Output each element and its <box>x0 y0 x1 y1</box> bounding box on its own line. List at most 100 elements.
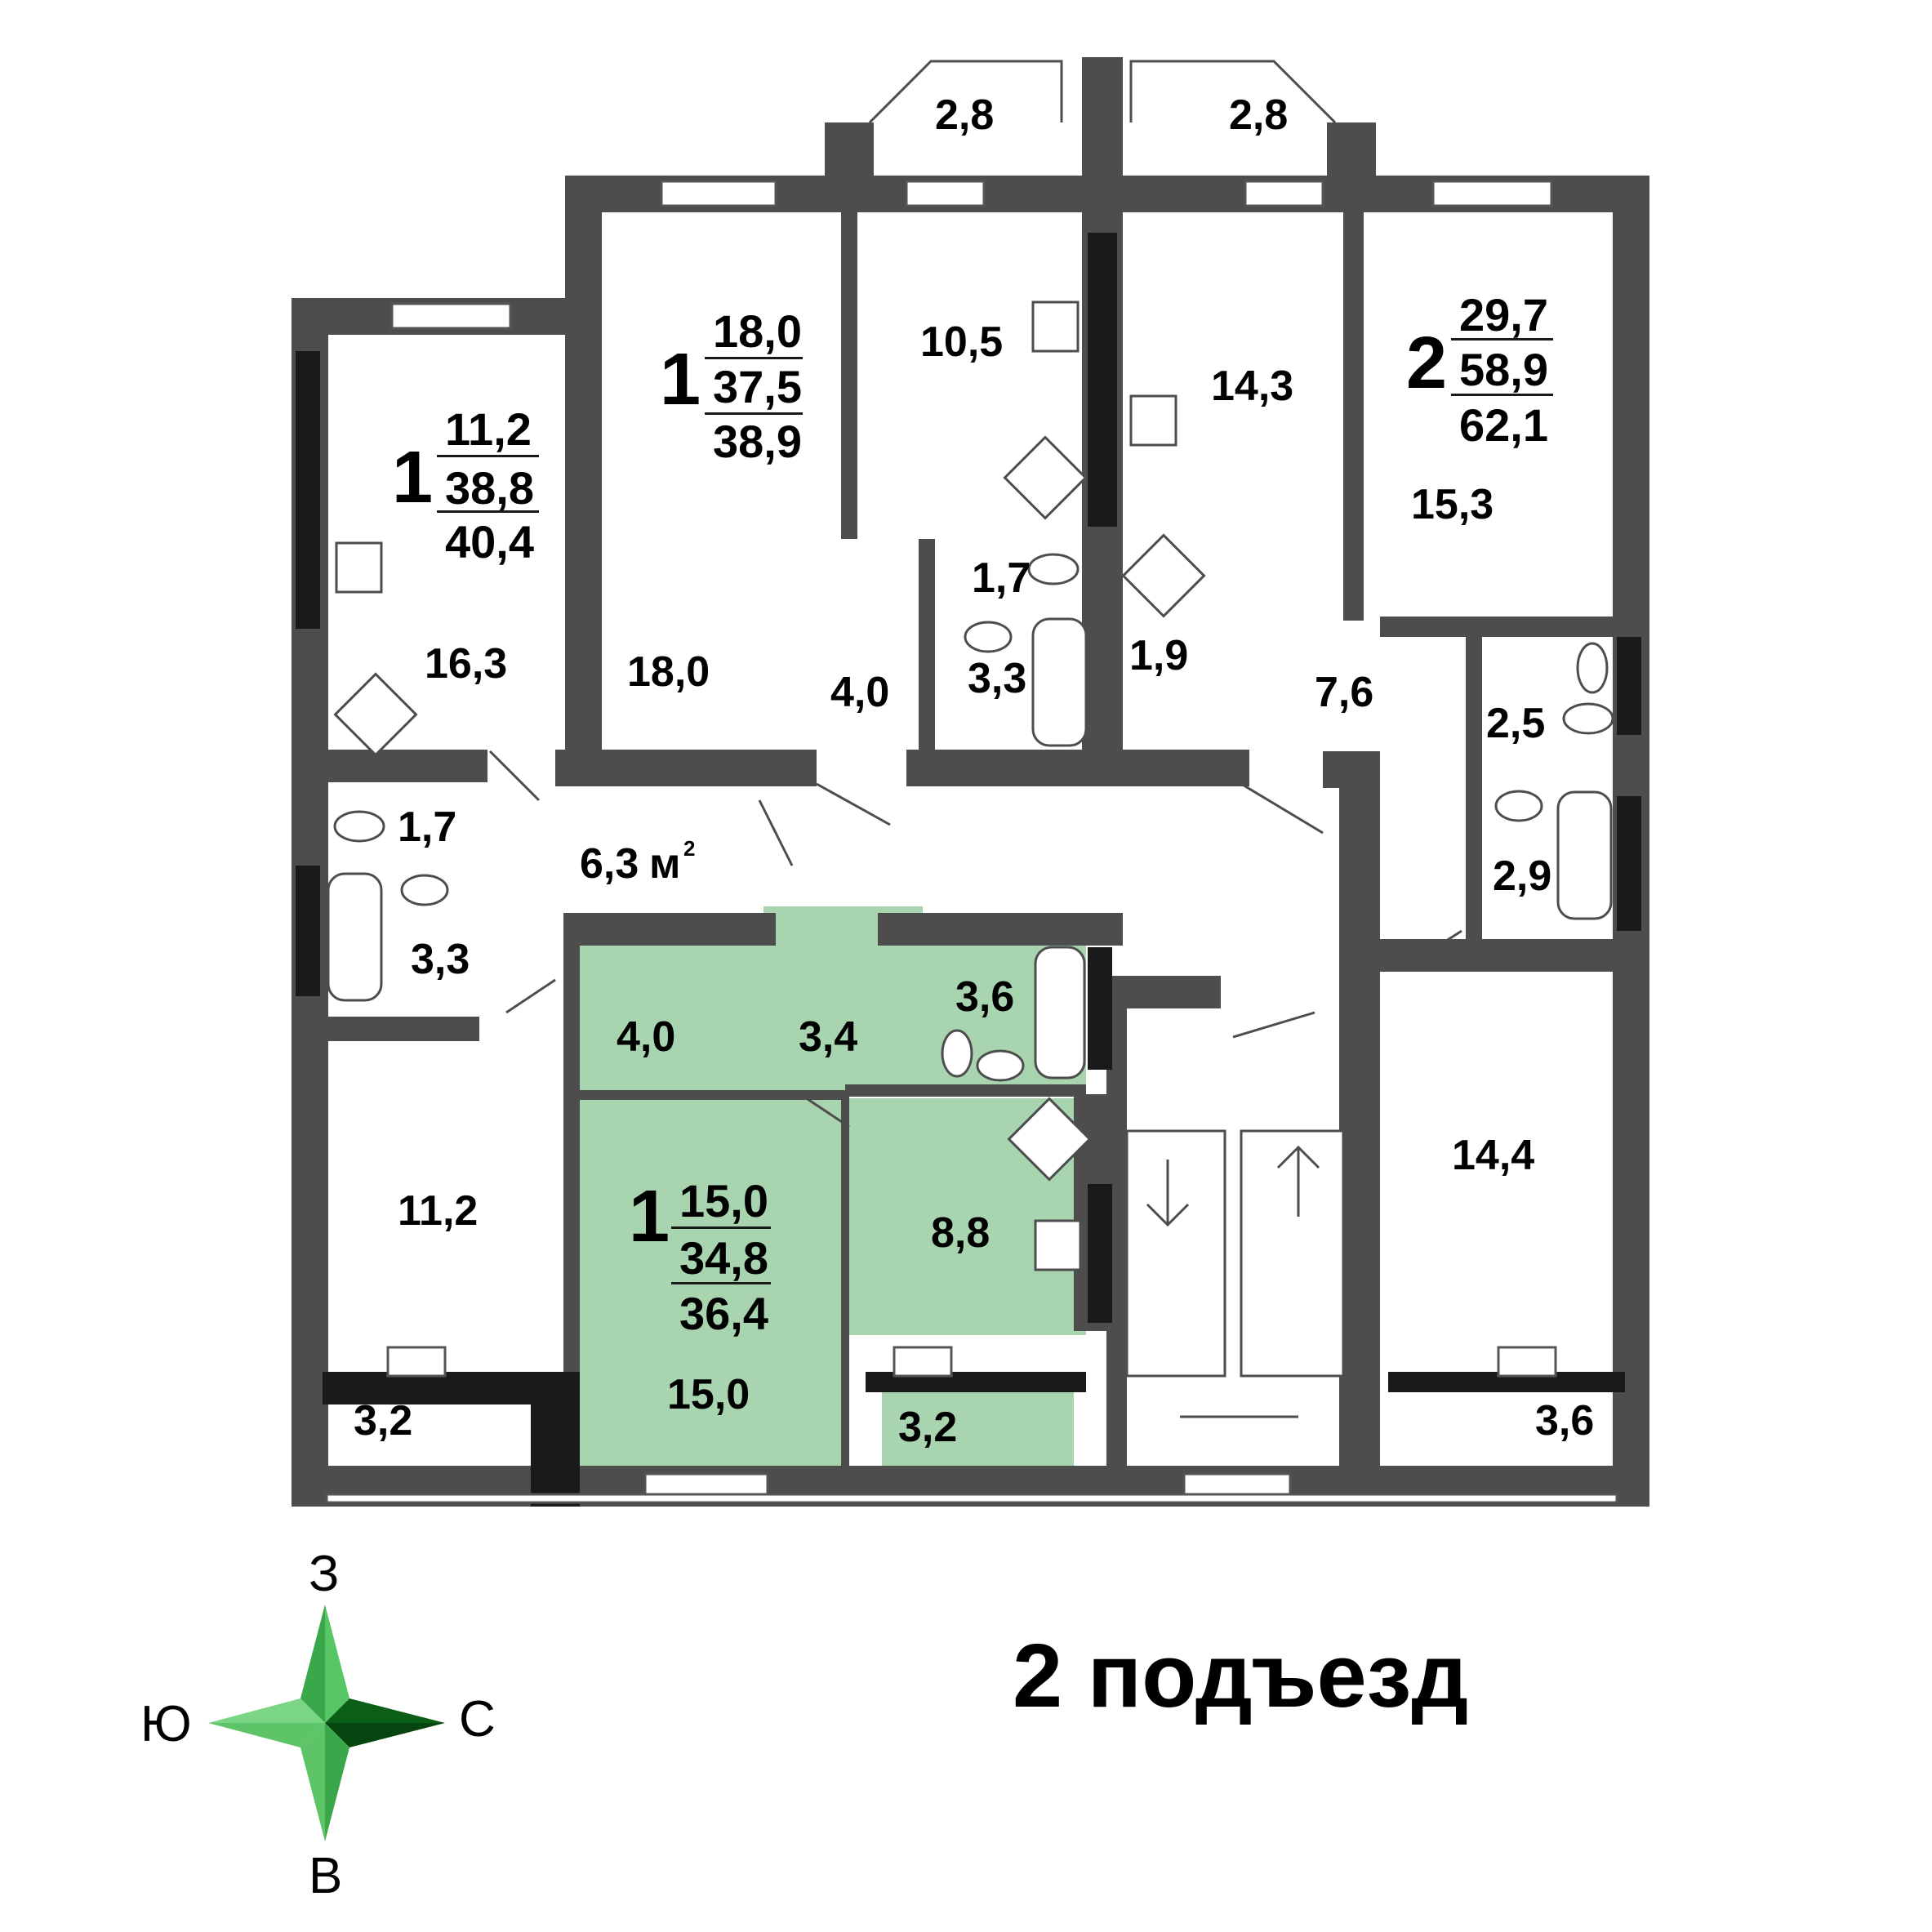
wall-right-bottom <box>1380 939 1649 972</box>
room-area: 15,0 <box>667 1371 750 1418</box>
stove-icon <box>1129 394 1177 447</box>
wall-v-3 <box>919 539 935 755</box>
door-swing <box>488 750 541 802</box>
wall-apt-d-top <box>563 913 776 946</box>
toilet-icon <box>1027 553 1080 585</box>
compass-arrow-east-icon <box>325 1723 445 1747</box>
compass-label-south: В <box>309 1848 342 1904</box>
door-swing <box>505 978 556 1014</box>
apartment-area-with-balcony: 62,1 <box>1459 399 1548 451</box>
room-area: 3,3 <box>968 655 1026 702</box>
compass-label-north: З <box>309 1546 339 1602</box>
wall-apt-d-split <box>576 1090 845 1100</box>
vents <box>296 233 1641 1323</box>
windows <box>325 60 1618 1504</box>
wall-right-mid <box>1380 617 1649 637</box>
apartment-total-area: 38,8 <box>445 462 534 514</box>
highlight-balcony-3-2 <box>882 1388 1074 1466</box>
fraction-line <box>705 412 803 415</box>
wall-corridor-top-left <box>292 750 487 782</box>
window-3 <box>905 180 986 207</box>
wall-apt-d-top-right <box>878 913 1123 946</box>
apartment-living-area: 18,0 <box>713 305 802 357</box>
compass-label-east: С <box>459 1691 496 1747</box>
apartment-rooms: 2 <box>1406 323 1447 404</box>
apartment-d-label: 1 15,0 34,8 36,4 <box>629 1175 771 1339</box>
apartment-total-area: 34,8 <box>679 1232 768 1284</box>
wall-corridor-top-right <box>906 750 1249 786</box>
balcony-mid-frame <box>531 1372 580 1507</box>
apartment-area-with-balcony: 36,4 <box>679 1288 768 1339</box>
wall-v-1 <box>565 702 598 784</box>
compass-arrow-east-icon <box>325 1698 445 1723</box>
room-area: 3,6 <box>1535 1397 1594 1445</box>
doors <box>488 750 1462 1128</box>
balcony-rail-bottom <box>325 1493 1618 1504</box>
compass-label-west: Ю <box>140 1696 192 1752</box>
bathtub-icon <box>1031 617 1088 747</box>
room-area: 1,7 <box>972 554 1031 602</box>
compass-arrow-south-icon <box>300 1723 325 1841</box>
stove-icon <box>1034 1219 1082 1271</box>
sink-icon <box>333 672 418 757</box>
room-area: 2,8 <box>935 91 994 139</box>
staircase <box>1125 1129 1345 1418</box>
room-area: 18,0 <box>627 648 710 696</box>
washbasin-icon <box>964 621 1013 653</box>
apartment-living-area: 29,7 <box>1459 289 1548 341</box>
vent-center-3 <box>1088 1184 1112 1323</box>
room-area: 4,0 <box>617 1013 675 1061</box>
window-4 <box>1244 180 1324 207</box>
stair-flight-right <box>1240 1129 1345 1378</box>
wall-left-bath <box>292 1017 479 1041</box>
wall-corridor-top-mid <box>555 750 817 786</box>
apartment-total-area: 37,5 <box>713 361 802 412</box>
page-title: 2 подъезд <box>1013 1626 1468 1726</box>
fraction-line <box>1451 394 1553 396</box>
sink-icon <box>1121 533 1206 618</box>
room-area: 3,3 <box>411 936 470 983</box>
apartment-a-label: 1 11,2 38,8 40,4 <box>392 403 539 568</box>
washbasin-icon <box>400 874 449 906</box>
room-area: 8,8 <box>931 1209 990 1257</box>
door-swing <box>1240 782 1324 835</box>
fraction-line <box>1451 338 1553 341</box>
apartment-rooms: 1 <box>660 339 701 421</box>
apartment-rooms: 1 <box>629 1176 670 1258</box>
toilet-icon <box>333 810 385 843</box>
room-area: 7,6 <box>1315 669 1373 716</box>
wall-stair-top <box>1123 976 1221 1008</box>
apartment-area-with-balcony: 38,9 <box>713 416 802 467</box>
compass-arrow-west-icon <box>208 1698 325 1723</box>
wall-v-7 <box>841 1094 849 1470</box>
toilet-icon <box>941 1029 973 1078</box>
washbasin-icon <box>976 1049 1025 1082</box>
room-area: 10,5 <box>920 318 1003 366</box>
toilet-icon <box>1562 702 1614 735</box>
wall-v-5 <box>1339 751 1380 1507</box>
window-9 <box>893 1346 953 1378</box>
apartment-living-area: 15,0 <box>679 1175 768 1226</box>
balcony-left-frame <box>323 1372 535 1404</box>
wall-step-1 <box>565 176 602 780</box>
wall-kitchen-top <box>845 1084 1086 1097</box>
compass: З В Ю С <box>140 1546 496 1904</box>
apartment-c-label: 2 29,7 58,9 62,1 <box>1406 289 1553 451</box>
vent-center-2 <box>1088 947 1112 1070</box>
room-area: 2,8 <box>1229 91 1288 139</box>
room-area: 14,4 <box>1452 1132 1534 1179</box>
corridor-unit: м <box>649 840 680 888</box>
bathtub-icon <box>1556 790 1613 920</box>
wall-v-2 <box>841 212 857 539</box>
corridor-unit-sup: 2 <box>683 836 695 861</box>
wall-bay-right-post <box>1327 122 1376 212</box>
window-10 <box>1497 1346 1557 1378</box>
vent-right-1 <box>1617 637 1641 735</box>
room-area: 3,2 <box>354 1397 412 1445</box>
corridor-area: 6,3 <box>580 840 639 888</box>
room-area: 2,9 <box>1493 852 1551 900</box>
compass-arrow-north-icon <box>300 1605 325 1723</box>
apartment-living-area: 11,2 <box>445 403 532 455</box>
fraction-line <box>705 357 803 359</box>
stair-flight-left <box>1125 1129 1226 1378</box>
